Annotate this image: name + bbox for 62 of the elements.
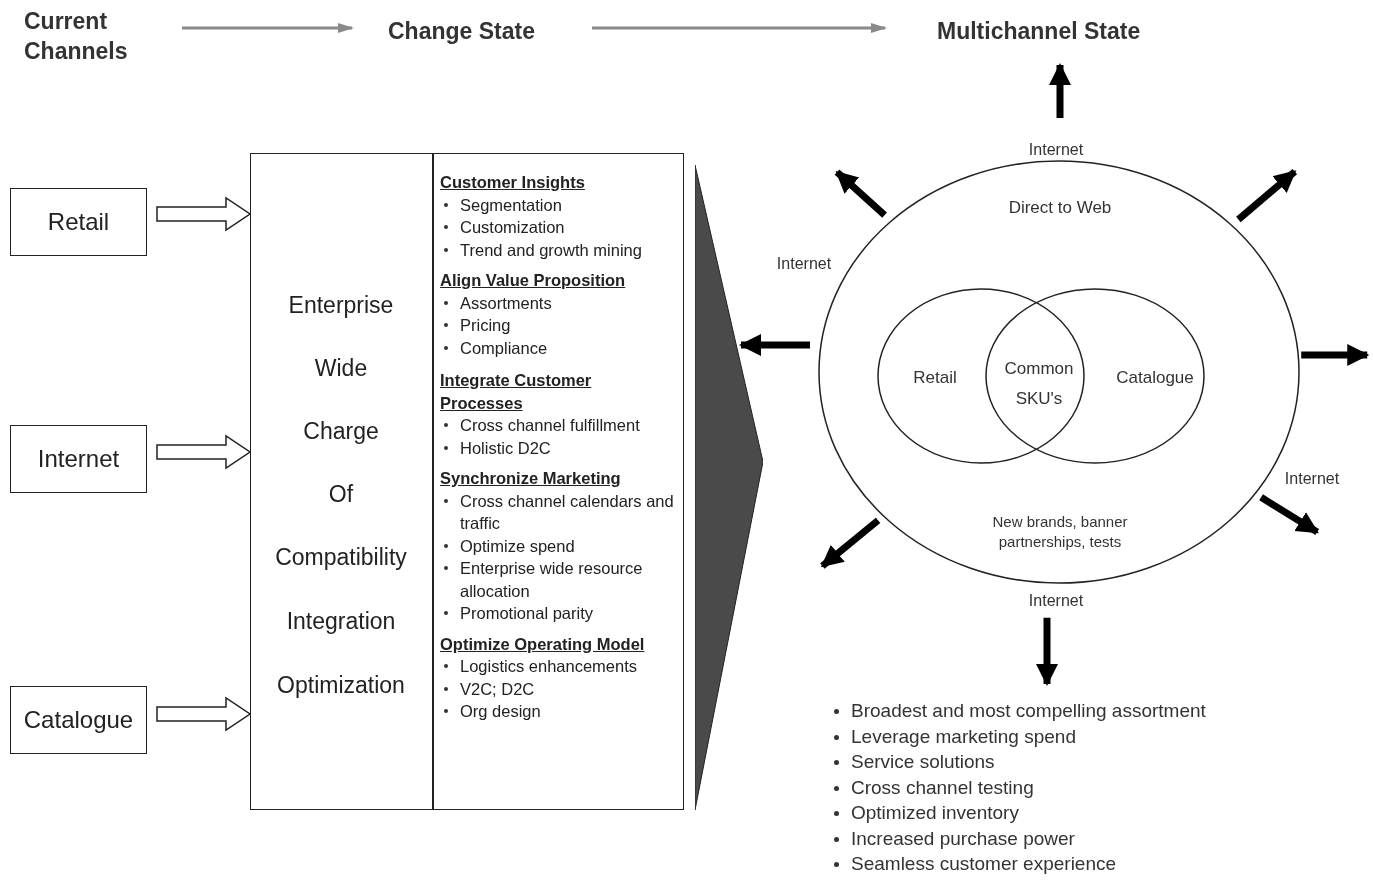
section-heading: Align Value Proposition — [440, 270, 626, 291]
bullet-item: Trend and growth mining — [460, 239, 642, 261]
channel-box — [10, 425, 147, 493]
strategy-word: Optimization — [276, 671, 406, 699]
arrow — [1259, 494, 1320, 536]
section-heading: Optimize Operating Model — [440, 633, 645, 655]
strategy-word: Of — [327, 480, 355, 508]
block-arrow — [156, 196, 252, 232]
strategy-word: Charge — [302, 417, 380, 445]
channel-box — [10, 686, 147, 754]
block-arrow — [156, 434, 252, 470]
bullet-item: Logistics enhancements — [460, 656, 638, 677]
text-label: Internet — [1027, 140, 1085, 160]
arrow — [834, 169, 887, 218]
text-label: Common SKU's — [1003, 358, 1075, 410]
arrow — [182, 23, 354, 33]
bullet-item: Holistic D2C — [460, 437, 551, 459]
bullet-item: Seamless customer experience — [851, 852, 1117, 876]
bullet-item: Enterprise wide resource allocation — [460, 558, 644, 602]
block-arrow — [156, 696, 252, 732]
bullet-item: Pricing — [460, 315, 511, 336]
section-heading: Synchronize Marketing — [440, 468, 621, 489]
region-label: Catalogue — [1115, 367, 1195, 389]
stage-heading: Multichannel State — [937, 17, 1141, 46]
text-label: Internet — [1027, 591, 1085, 611]
arrow — [1036, 617, 1058, 686]
bullet-item: Customization — [460, 217, 565, 238]
strategy-word: Wide — [313, 354, 369, 382]
bullet-item: Service solutions — [851, 750, 995, 774]
bullet-item: Cross channel testing — [851, 775, 1034, 800]
bullet-item: Leverage marketing spend — [851, 724, 1076, 749]
arrow — [820, 517, 881, 569]
bullet-item: Optimized inventory — [851, 801, 1019, 825]
stage-heading: Current Channels — [24, 7, 129, 66]
section-heading: Integrate Customer Processes — [440, 370, 593, 414]
strategy-word: Integration — [285, 607, 397, 635]
region-label: Direct to Web — [1007, 197, 1113, 219]
bullet-item: Segmentation — [460, 194, 562, 216]
bullet-item: Cross channel fulfillment — [460, 415, 640, 436]
bullet-item: Optimize spend — [460, 535, 575, 557]
bullet-item: Compliance — [460, 337, 548, 359]
region-label: New brands, banner partnerships, tests — [991, 512, 1129, 552]
bullet-item: Assortments — [460, 292, 552, 314]
strategy-word: Enterprise — [287, 291, 395, 319]
arrow — [592, 23, 887, 33]
bullet-item: Promotional parity — [460, 603, 593, 624]
bullet-item: Broadest and most compelling assortment — [851, 699, 1206, 723]
box-label: Catalogue — [23, 706, 134, 734]
box-label: Internet — [37, 445, 120, 473]
box-label: Retail — [47, 208, 110, 236]
bullet-item: Increased purchase power — [851, 826, 1075, 851]
arrow — [1236, 168, 1298, 223]
strategy-word: Compatibility — [274, 543, 408, 571]
bullet-item: Org design — [460, 701, 541, 722]
text-label: Internet — [775, 254, 833, 274]
bullet-item: Cross channel calendars and traffic — [460, 490, 675, 534]
section-heading: Customer Insights — [440, 172, 585, 193]
text-label: Internet — [1283, 469, 1341, 489]
bullet-item: V2C; D2C — [460, 678, 535, 700]
region-label: Retail — [912, 367, 958, 389]
stage-heading: Change State — [388, 17, 535, 46]
channel-box — [10, 188, 147, 256]
